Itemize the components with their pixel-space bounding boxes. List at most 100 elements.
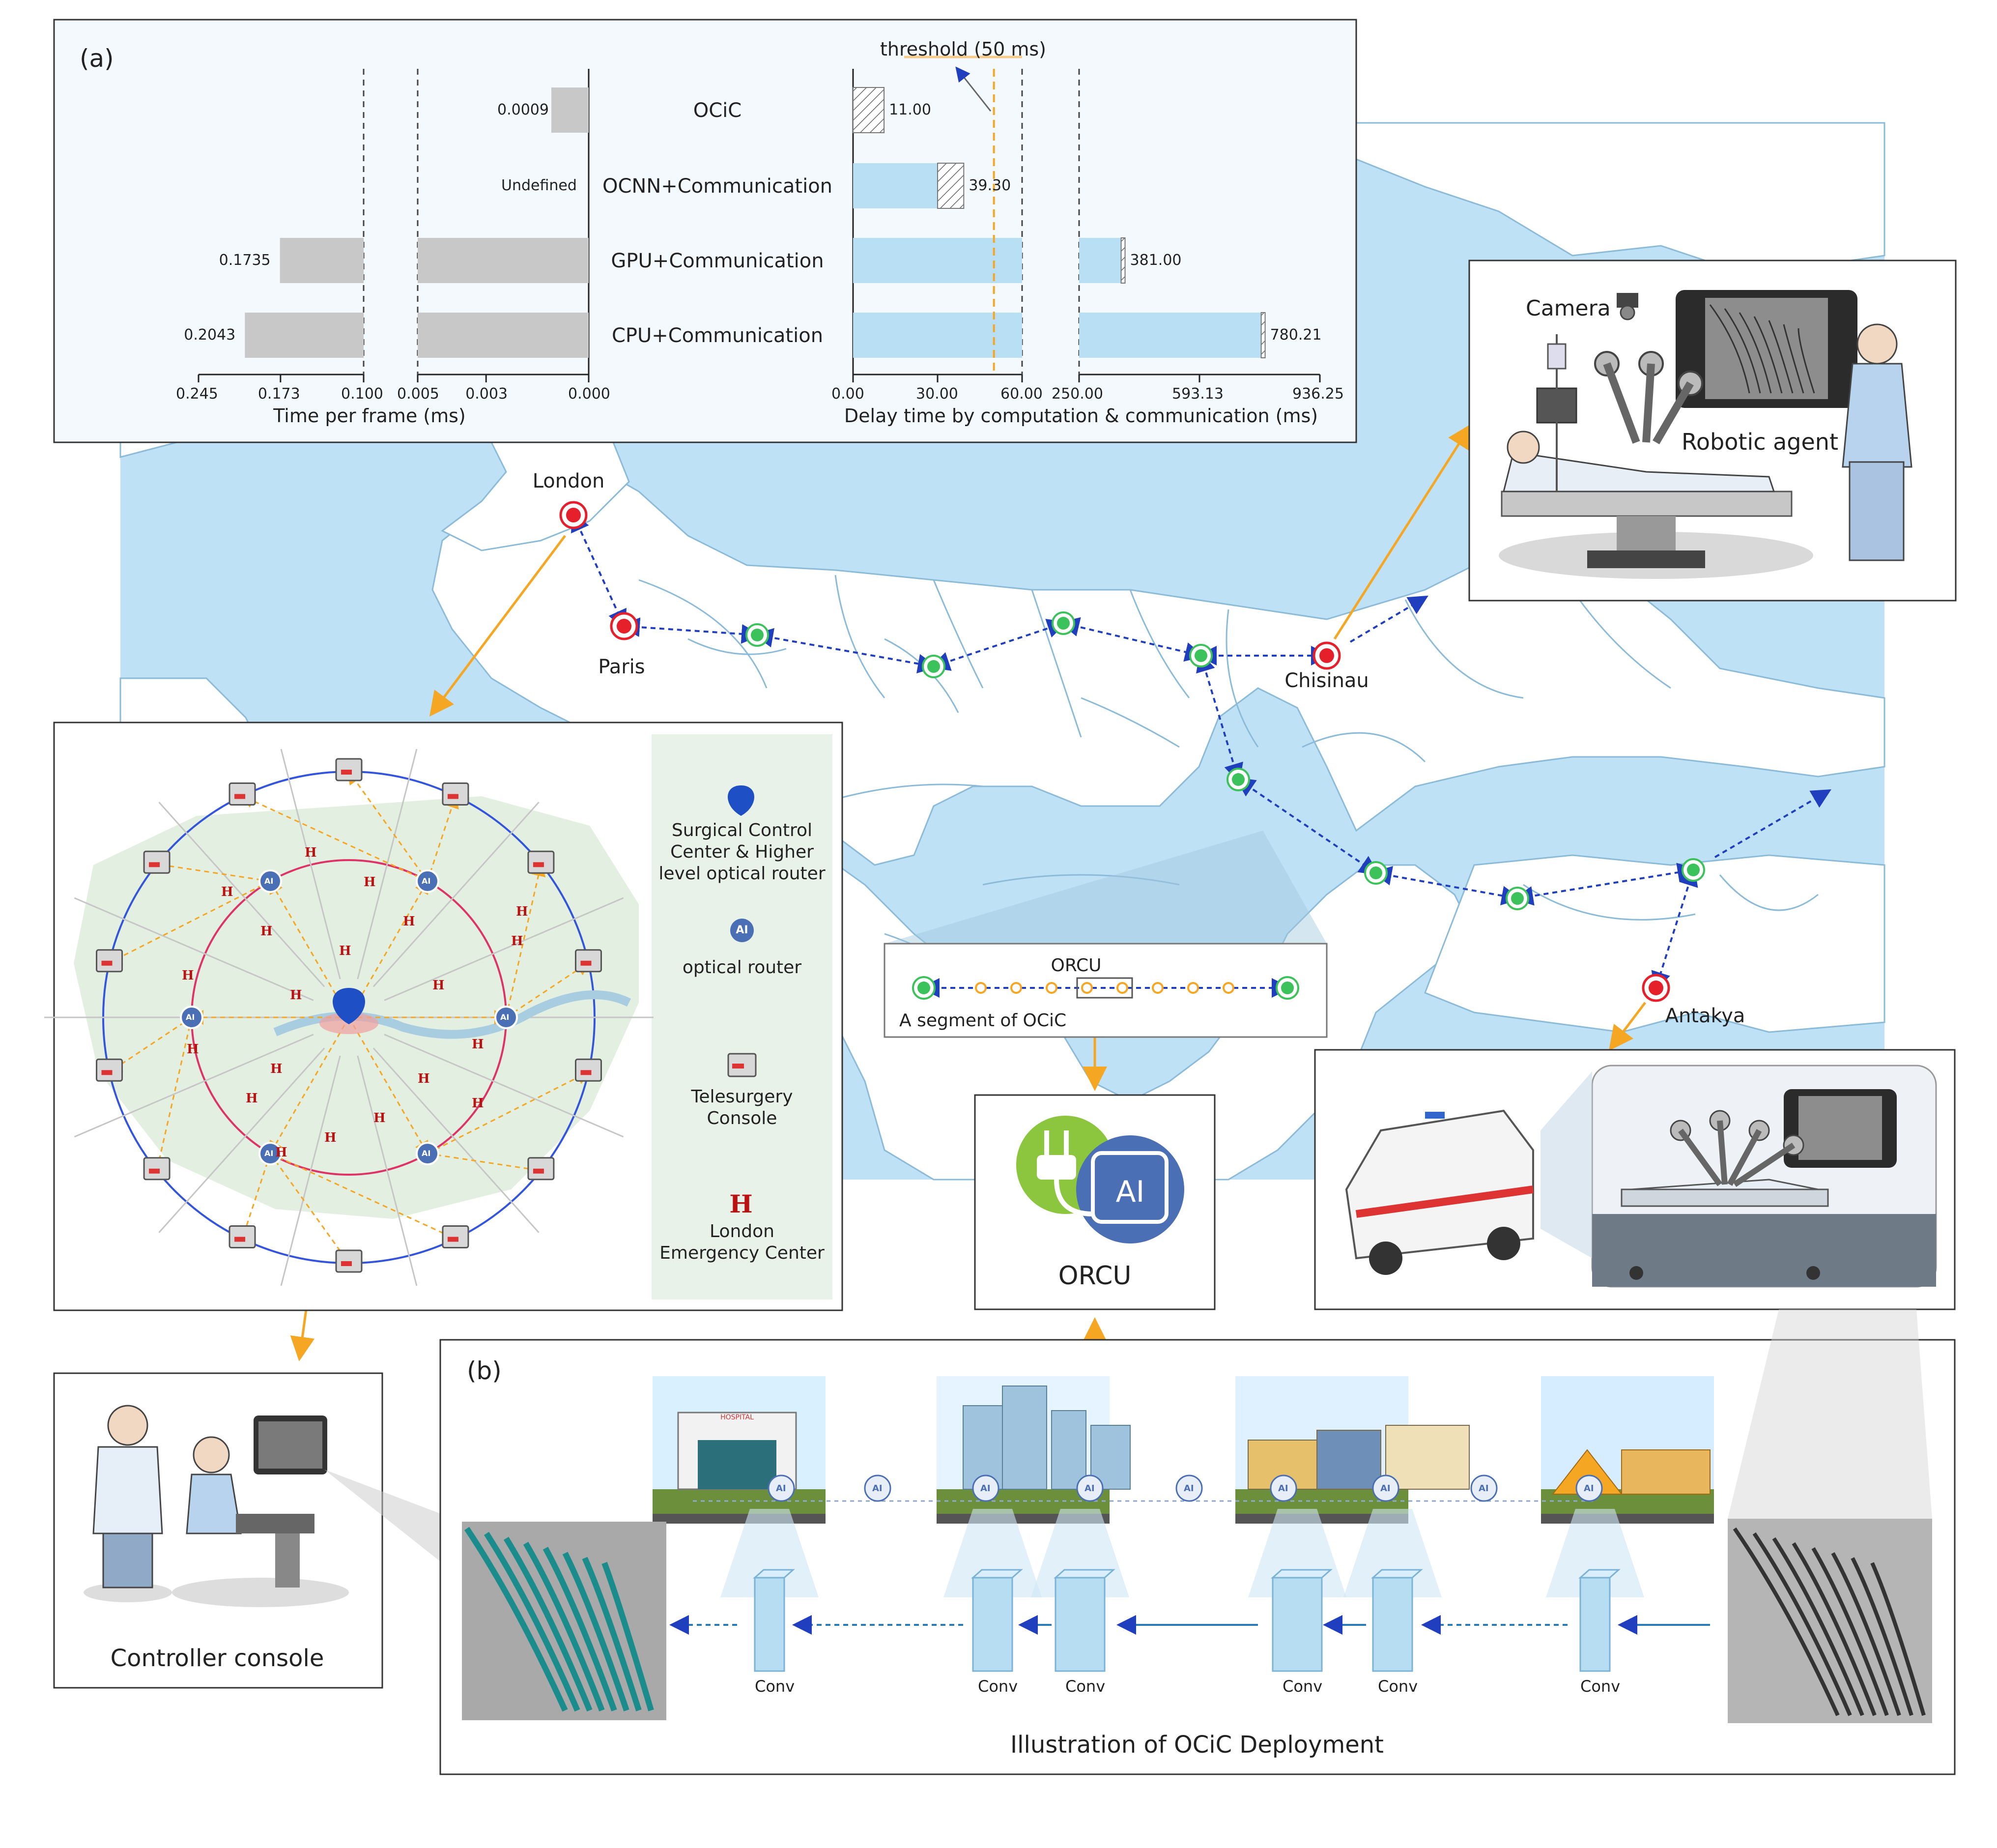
deployment-router-label: AI <box>1479 1483 1489 1494</box>
hospital-h-icon: H <box>305 845 317 860</box>
optical-router-icon-3 <box>258 1142 282 1166</box>
scene-road-3 <box>1541 1514 1714 1524</box>
segmented-vessel-6 <box>582 1557 642 1711</box>
controller-console-shadow <box>172 1578 349 1607</box>
ambulance-monitor-screen <box>1798 1096 1882 1160</box>
router-node-core-g6 <box>1369 866 1382 879</box>
patient-body <box>1503 451 1775 492</box>
optical-router-icon-2 <box>416 1142 439 1166</box>
optical-router-label: AI <box>264 1149 274 1158</box>
left-value-label: 0.0009 <box>497 101 549 118</box>
panel-a-frame <box>53 19 1357 443</box>
conv-block-top-5 <box>1578 1569 1621 1579</box>
telesurgery-console-mark-9 <box>149 1168 160 1174</box>
london-outer-link-4 <box>427 1070 591 1155</box>
hospital-h-icon: H <box>339 944 351 958</box>
london-outer-link-7 <box>269 1153 351 1266</box>
right-x-axis-label: Delay time by computation & communicatio… <box>844 405 1318 427</box>
ambulance-robot-arm-0 <box>1678 1128 1722 1186</box>
telesurgery-console-mark-12 <box>149 862 160 867</box>
london-outer-link-11 <box>107 880 271 964</box>
country-border-9 <box>982 874 1180 886</box>
angiogram-vessel-6 <box>1797 328 1815 394</box>
orcu-title: ORCU <box>1058 1261 1132 1291</box>
left-bar-3 <box>245 313 364 358</box>
threshold-label: threshold (50 ms) <box>880 38 1046 60</box>
network-link-8 <box>1372 866 1521 905</box>
london-road-3 <box>357 1055 418 1286</box>
right-tick-label: 0.00 <box>831 385 864 403</box>
hospital-h-icon: H <box>275 1145 287 1160</box>
city-label-antakya: Antakya <box>1665 1005 1745 1027</box>
deployment-router-icon-7 <box>1470 1474 1498 1502</box>
segment-orcu-dot-1 <box>1010 982 1022 994</box>
orcu-chip-body <box>1091 1151 1169 1224</box>
conv-block-3 <box>1272 1577 1323 1672</box>
network-link-6 <box>1196 652 1243 783</box>
segmented-vessel-4 <box>542 1547 617 1712</box>
deployment-router-label: AI <box>776 1483 786 1494</box>
london-road-5 <box>158 1047 325 1233</box>
london-road-12 <box>372 802 540 987</box>
deployment-router-icon-4 <box>1175 1474 1203 1502</box>
hospital-h-icon: H <box>511 934 523 949</box>
segment-orcu-dot-6 <box>1187 982 1199 994</box>
field-hospital-tent <box>1621 1449 1711 1495</box>
network-link-1 <box>620 617 761 644</box>
category-label: OCiC <box>693 99 742 122</box>
orange-arrow-2 <box>1608 1002 1646 1051</box>
country-border-12 <box>1302 732 1426 763</box>
telesurgery-console-mark-5 <box>533 1168 544 1174</box>
conv-beam-0 <box>720 1509 819 1597</box>
left-value-label: 0.2043 <box>184 326 236 344</box>
network-link-7 <box>1235 777 1379 875</box>
right-bar-comp-0 <box>853 87 885 133</box>
conv-label: Conv <box>755 1677 795 1696</box>
standing-doctor-head <box>107 1405 148 1446</box>
raw-vessel-3 <box>1792 1542 1877 1716</box>
hospital-h-icon: H <box>324 1130 337 1145</box>
conv-block-4 <box>1372 1577 1413 1672</box>
right-value-label: 780.21 <box>1270 326 1322 344</box>
village-house-1 <box>1316 1430 1381 1490</box>
city-tower-1 <box>1002 1386 1047 1490</box>
conv-block-top-1 <box>971 1569 1023 1579</box>
right-value-label: 11.00 <box>889 101 931 118</box>
deployment-router-icon-2 <box>972 1474 999 1502</box>
router-node-core-g5 <box>1232 773 1245 786</box>
raw-vessel-4 <box>1811 1547 1889 1716</box>
right-bar-comm2-2 <box>1079 238 1121 283</box>
conv-block-top-0 <box>753 1569 795 1579</box>
segmented-vessel-0 <box>464 1527 568 1712</box>
network-link-2 <box>753 628 938 674</box>
left-tick-label: 0.173 <box>257 385 300 403</box>
left-x-axis-label: Time per frame (ms) <box>273 405 466 427</box>
telesurgery-console-mark-4 <box>580 1070 592 1075</box>
ambulance-floor <box>1592 1214 1936 1287</box>
orange-arrow-1 <box>1333 423 1472 640</box>
conv-label: Conv <box>1283 1677 1323 1696</box>
iv-bag <box>1547 343 1567 370</box>
optical-router-label: AI <box>264 876 274 886</box>
right-tick-label: 30.00 <box>916 385 958 403</box>
conv-beam-4 <box>1343 1509 1442 1597</box>
country-border-6 <box>1404 599 1524 699</box>
standing-doctor-legs <box>102 1532 153 1588</box>
network-link-4 <box>1059 617 1205 662</box>
router-node-core-g4 <box>1195 649 1207 662</box>
conv-block-5 <box>1579 1577 1611 1672</box>
deployment-router-icon-8 <box>1575 1474 1603 1502</box>
doctor-legs <box>1849 461 1905 561</box>
optical-router-icon-4 <box>180 1006 203 1029</box>
network-link-far-east <box>1714 789 1831 858</box>
network-link-10 <box>1651 866 1698 992</box>
deployment-router-icon-6 <box>1372 1474 1399 1502</box>
telesurgery-console-mark-13 <box>234 794 246 799</box>
city-label-london: London <box>532 470 605 492</box>
city-label-paris: Paris <box>598 656 645 678</box>
segmented-vessel-5 <box>562 1552 629 1711</box>
conv-label: Conv <box>978 1677 1018 1696</box>
hospital-h-icon: H <box>516 904 528 919</box>
telesurgery-console-mark-1 <box>447 794 458 799</box>
router-node-core-g7 <box>1511 892 1524 905</box>
